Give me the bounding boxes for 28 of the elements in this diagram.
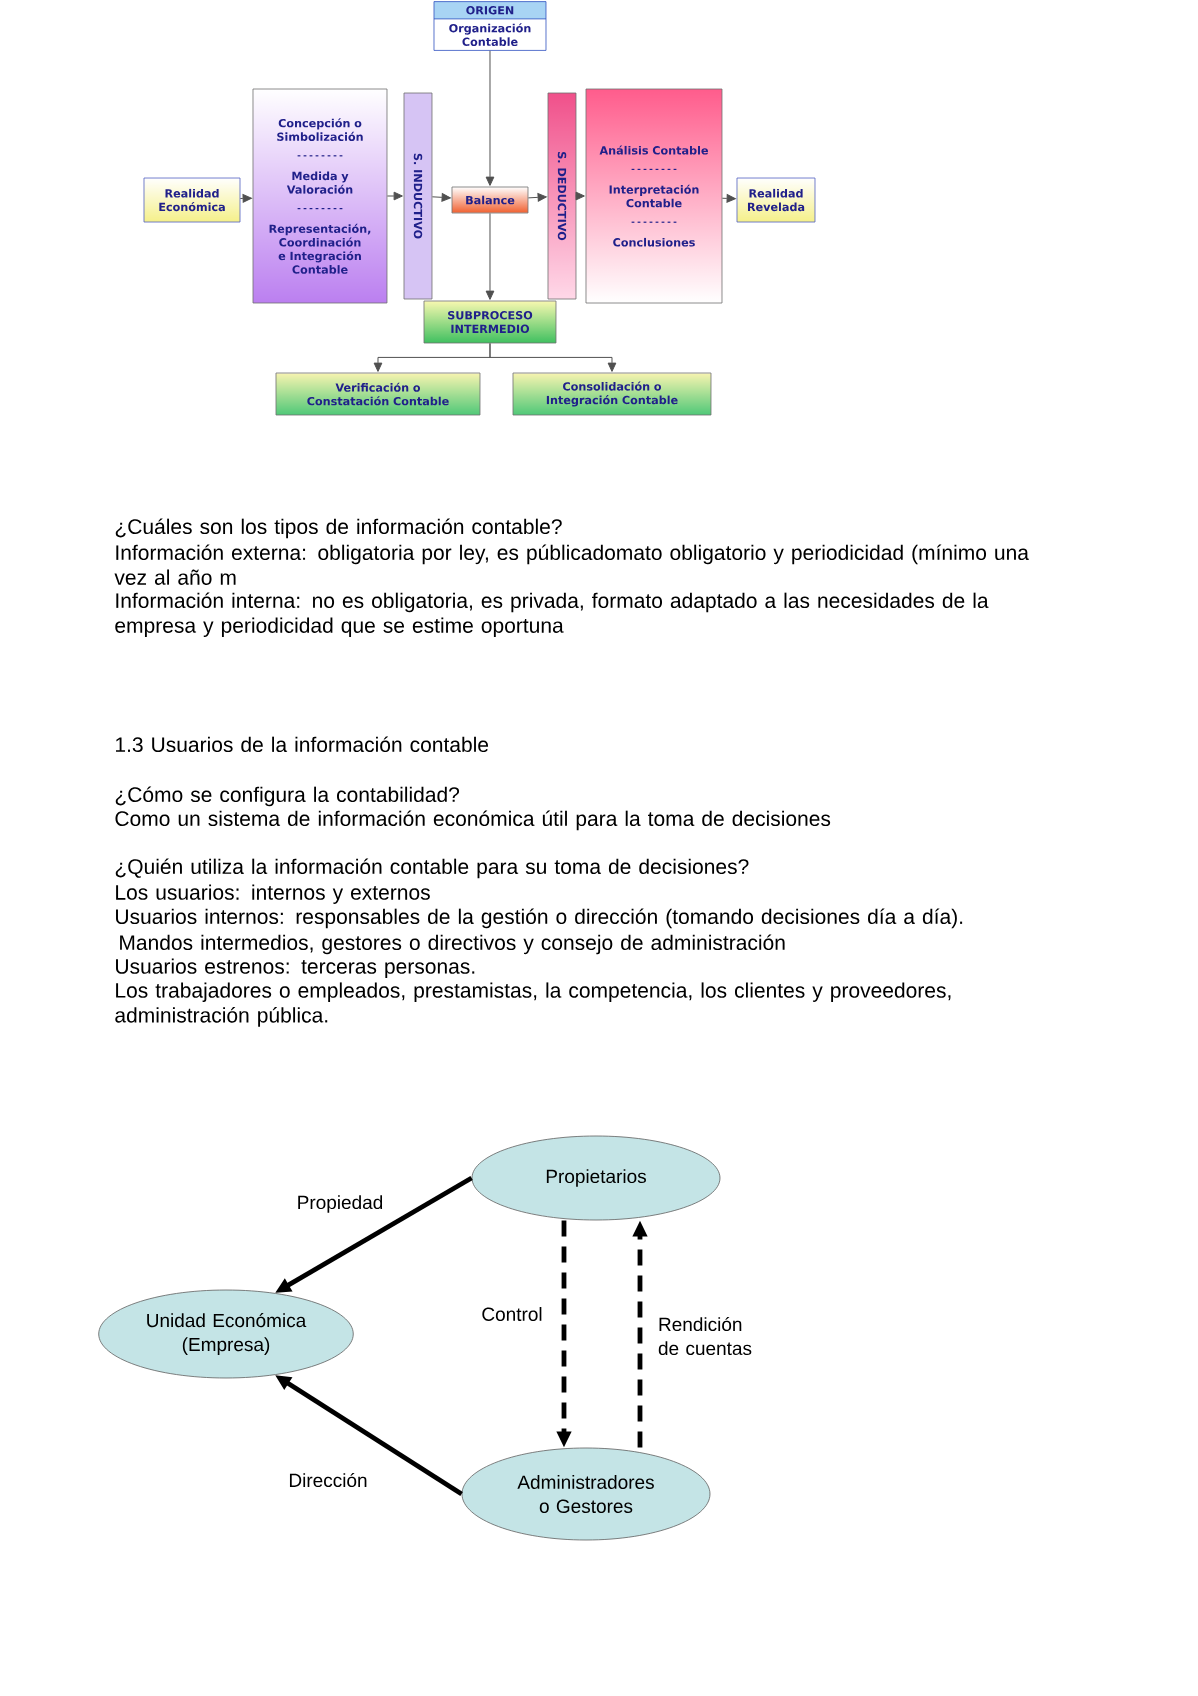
arrow: [489, 342, 617, 372]
paragraph-text: Los trabajadores o empleados, prestamistas, la competencia, los clientes y proveedores, administración pública.: [115, 982, 951, 1027]
edge-label: Rendición de cuentas: [656, 1314, 760, 1358]
arrow: [485, 50, 495, 186]
arrow: [431, 193, 451, 202]
arrow: [721, 194, 736, 203]
heading-text: 1.3 Usuarios de la información contable: [116, 736, 489, 753]
paragraph-text: Mandos intermedios, gestores o directivos y consejo de administración: [120, 934, 785, 955]
edge-label: Control: [479, 1305, 545, 1323]
paragraph-text: Como un sistema de información económica útil para la toma de decisiones: [115, 810, 831, 831]
ellipse-node: Unidad Económica (Empresa): [98, 1289, 354, 1379]
arrow: [386, 191, 403, 201]
arrow: [527, 193, 547, 202]
paragraph-text: Información interna: no es obligatoria, es privada, formato adaptado a las necesidades de la empresa y periodicidad que se estime oportuna: [115, 592, 989, 638]
paragraph-text: ¿Quién utiliza la información contable para su toma de decisiones?: [115, 858, 749, 879]
paragraph-text: ¿Cómo se configura la contabilidad?: [115, 786, 460, 807]
paragraph-text: Usuarios internos: responsables de la gestión o dirección (tomando decisiones día a día).: [116, 908, 963, 929]
paragraph-text: Los usuarios: internos y externos: [116, 884, 430, 904]
arrow: [575, 191, 585, 201]
arrow: [485, 212, 495, 300]
paragraph-text: Información externa: obligatoria por ley, es públicadomato obligatorio y periodicidad (mínimo una vez al año m: [114, 544, 1029, 585]
arrow: [239, 194, 252, 203]
edge-label: Propiedad: [294, 1193, 386, 1215]
edge-label: Dirección: [286, 1470, 370, 1490]
ellipse-node: Administradores o Gestores: [461, 1447, 711, 1541]
paragraph-text: Usuarios estrenos: terceras personas.: [116, 958, 475, 978]
paragraph-text: ¿Cuáles son los tipos de información contable?: [115, 518, 562, 539]
ellipse-node: Propietarios: [471, 1135, 721, 1221]
